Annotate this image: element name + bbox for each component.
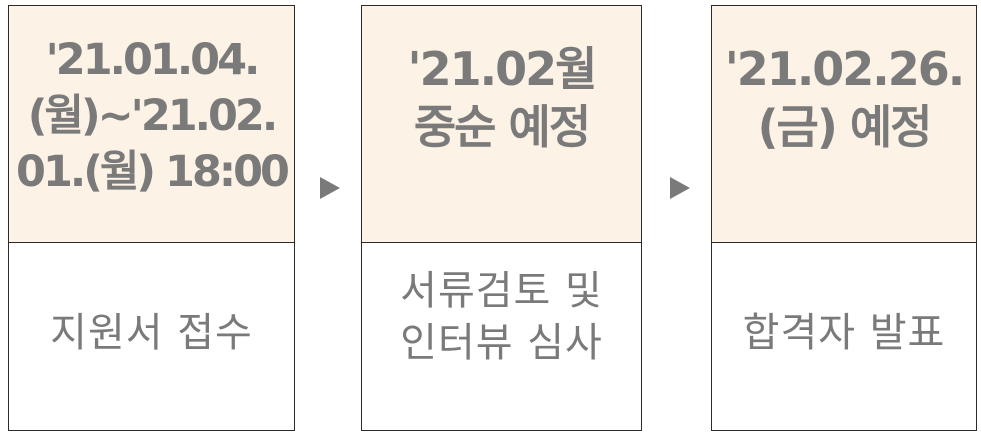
step-date: '21.02월 중순 예정 bbox=[407, 42, 598, 154]
step-label-box: 서류검토 및 인터뷰 심사 bbox=[362, 243, 641, 430]
step-date-box: '21.02월 중순 예정 bbox=[362, 6, 641, 243]
step-label-box: 합격자 발표 bbox=[712, 243, 976, 430]
step-announcement: '21.02.26. (금) 예정 합격자 발표 bbox=[711, 5, 977, 431]
triangle-right-icon bbox=[670, 177, 690, 199]
step-label: 서류검토 및 인터뷰 심사 bbox=[400, 267, 603, 366]
step-label: 지원서 접수 bbox=[50, 309, 253, 356]
step-date: '21.01.04. (월)~'21.02. 01.(월) 18:00 bbox=[16, 35, 290, 197]
step-date: '21.02.26. (금) 예정 bbox=[724, 42, 966, 154]
step-date-box: '21.01.04. (월)~'21.02. 01.(월) 18:00 bbox=[9, 6, 294, 243]
step-label-box: 지원서 접수 bbox=[9, 243, 294, 430]
step-application: '21.01.04. (월)~'21.02. 01.(월) 18:00 지원서 … bbox=[8, 5, 295, 431]
step-date-box: '21.02.26. (금) 예정 bbox=[712, 6, 976, 243]
step-review: '21.02월 중순 예정 서류검토 및 인터뷰 심사 bbox=[361, 5, 642, 431]
step-label: 합격자 발표 bbox=[742, 309, 946, 356]
triangle-right-icon bbox=[320, 177, 340, 199]
